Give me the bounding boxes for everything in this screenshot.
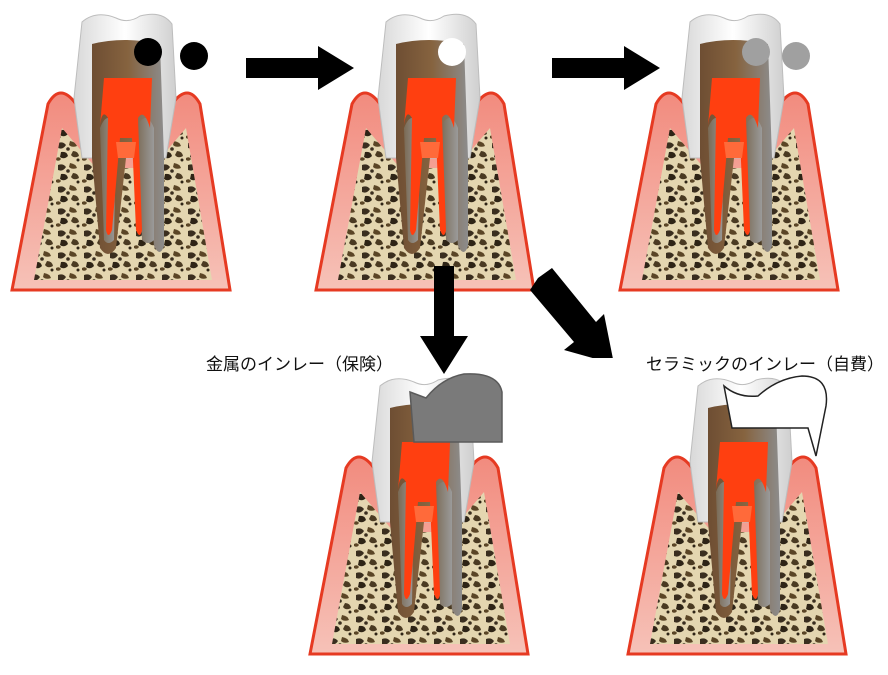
tooth-prepared-panel <box>314 12 536 292</box>
right-arrow-icon <box>552 46 660 90</box>
metal-inlay <box>409 373 503 443</box>
tooth-metal-inlay-panel <box>308 373 530 656</box>
ceramic-inlay <box>722 375 828 457</box>
cavity-spot <box>782 42 810 70</box>
tooth-decay-panel <box>10 12 232 292</box>
cavity-spot <box>742 38 770 66</box>
tooth-ceramic-inlay-panel <box>626 375 848 656</box>
tooth-filled-panel <box>618 12 840 292</box>
cavity-spot <box>134 38 162 66</box>
right-arrow-icon <box>246 46 354 90</box>
ceramic-inlay-label: セラミックのインレー（自費） <box>646 355 884 375</box>
cavity-spot <box>438 38 466 66</box>
metal-inlay-label: 金属のインレー（保険） <box>206 355 393 375</box>
down-arrow-icon <box>420 266 468 374</box>
cavity-spot <box>180 42 208 70</box>
cavity-spot <box>480 42 508 70</box>
diagonal-arrow-icon <box>530 268 613 358</box>
